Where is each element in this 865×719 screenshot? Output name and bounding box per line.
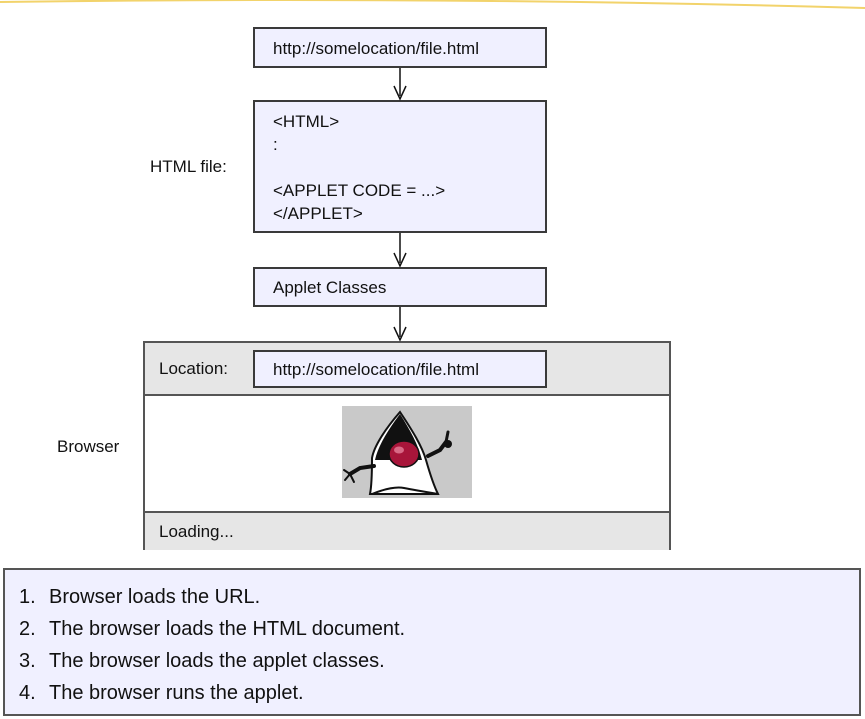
location-field[interactable]: http://somelocation/file.html [253,350,547,388]
applet-classes-text: Applet Classes [273,278,387,297]
step-number: 4. [19,682,36,704]
applet-classes-box: Applet Classes [253,267,547,307]
html-code-line: : [273,135,278,154]
step-number: 1. [19,586,36,608]
html-file-box: <HTML> : <APPLET CODE = ...> </APPLET> [253,100,547,233]
step-item: 4. The browser runs the applet. [19,682,304,705]
step-number: 2. [19,618,36,640]
browser-label: Browser [57,437,120,456]
html-code-line: <APPLET CODE = ...> [273,181,446,200]
html-code-line: <HTML> [273,112,340,131]
location-label: Location: [159,359,228,378]
steps-box: 1. Browser loads the URL. 2. The browser l… [3,568,861,716]
arrow-html-to-classes [393,233,407,268]
step-number: 3. [19,650,36,672]
status-text: Loading... [159,522,234,541]
applet-area [342,406,472,498]
browser-status-bar: Loading... [145,511,669,550]
step-item: 1. Browser loads the URL. [19,586,260,609]
java-duke-mascot-icon [342,406,472,498]
step-text: The browser loads the HTML document. [49,618,406,640]
browser-location-bar: Location: http://somelocation/file.html [145,343,669,396]
arrow-classes-to-browser [393,307,407,342]
step-text: The browser loads the applet classes. [49,650,385,672]
url-text: http://somelocation/file.html [273,39,479,58]
location-url: http://somelocation/file.html [273,360,479,379]
step-text: The browser runs the applet. [49,682,304,704]
step-item: 2. The browser loads the HTML document. [19,618,405,641]
html-file-label: HTML file: [150,157,227,176]
html-code-line: </APPLET> [273,204,363,223]
arrow-url-to-html [393,68,407,101]
step-item: 3. The browser loads the applet classes. [19,650,385,673]
step-text: Browser loads the URL. [49,586,261,608]
url-box: http://somelocation/file.html [253,27,547,68]
top-accent-line [0,0,865,9]
browser-window: Location: http://somelocation/file.html … [143,341,671,550]
